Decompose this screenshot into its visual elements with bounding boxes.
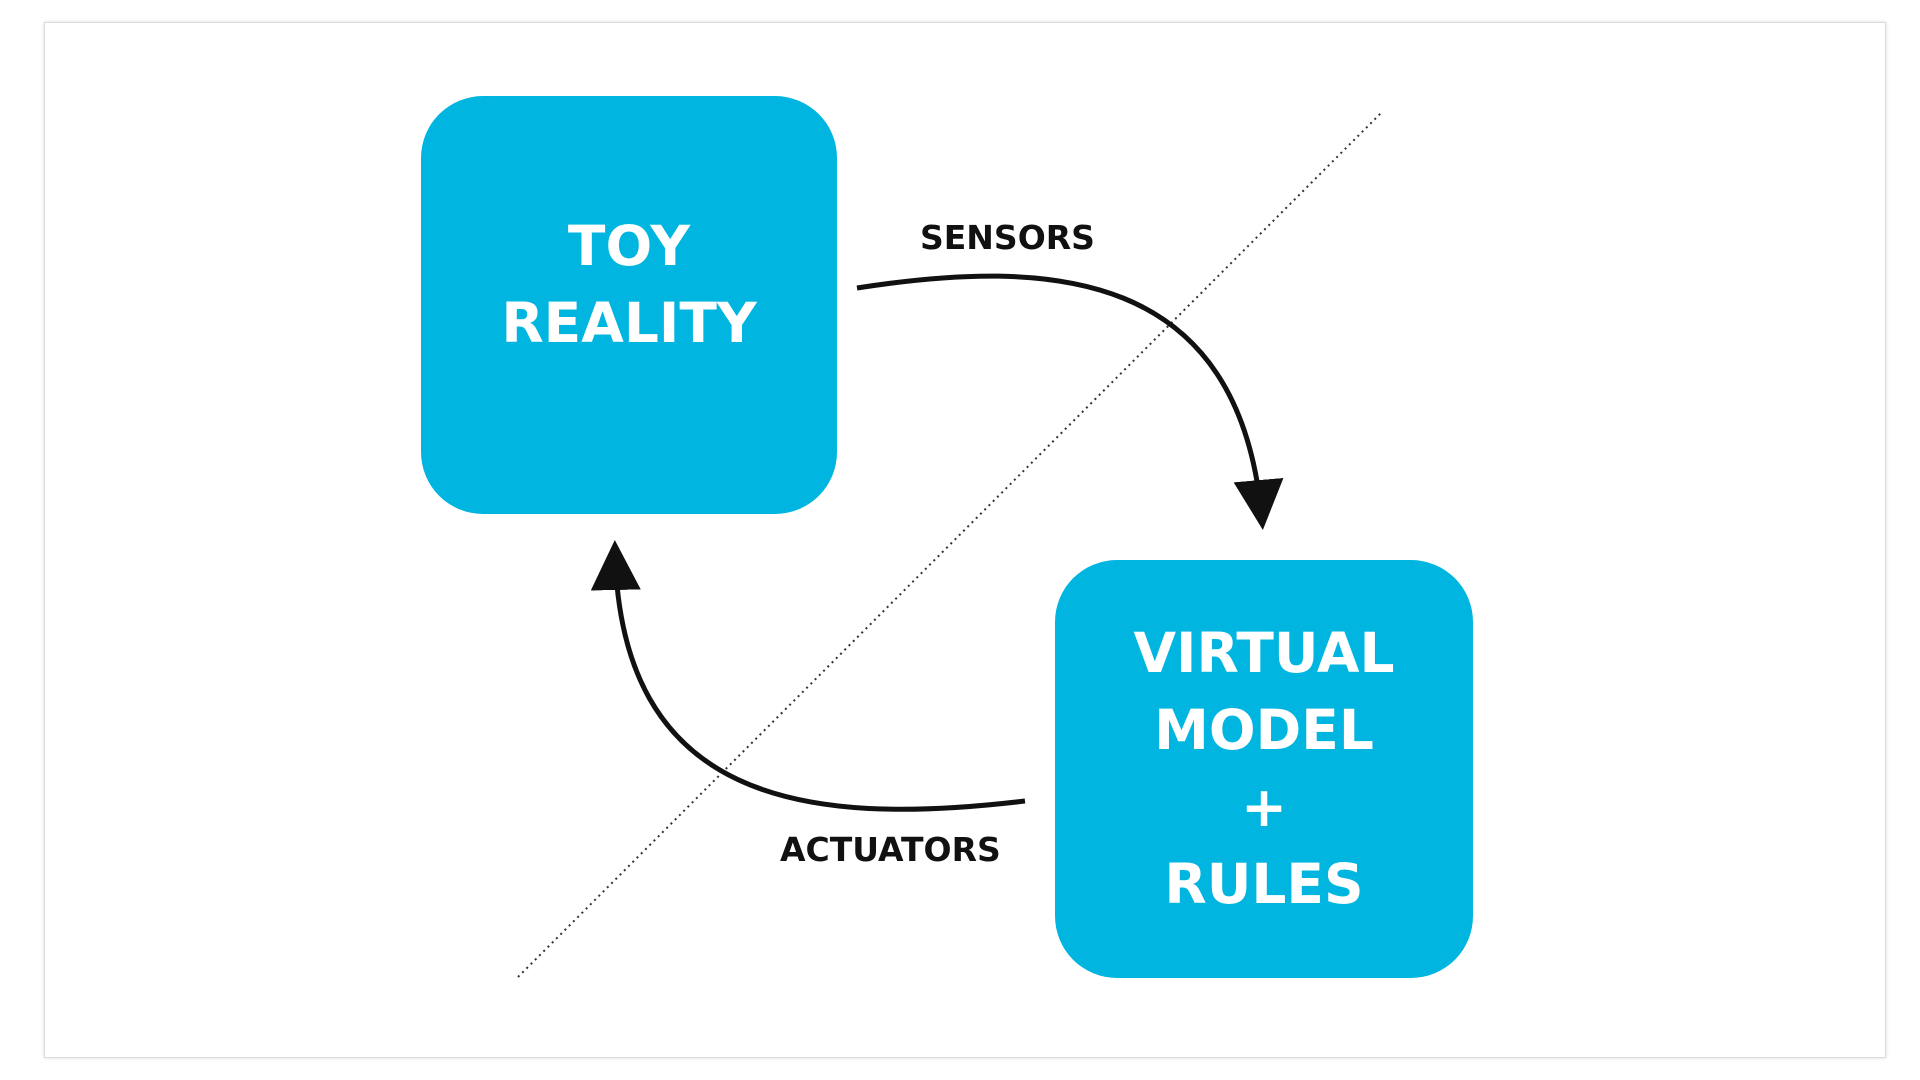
toy-reality-box: TOY REALITY [421,96,837,514]
virtual-model-box: VIRTUAL MODEL + RULES [1055,560,1473,978]
toy-reality-line-1: TOY [567,214,691,278]
sensors-arrow [856,273,1284,530]
actuators-label: ACTUATORS [780,830,1001,869]
virtual-model-line-4: RULES [1164,852,1364,916]
toy-reality-line-2: REALITY [501,291,757,355]
actuators-arrow [590,540,1026,812]
slide-frame [44,22,1886,1058]
sensors-label: SENSORS [920,218,1095,257]
virtual-model-line-1: VIRTUAL [1133,621,1395,685]
virtual-model-line-2: MODEL [1154,698,1374,762]
virtual-model-line-3: + [1240,775,1288,839]
